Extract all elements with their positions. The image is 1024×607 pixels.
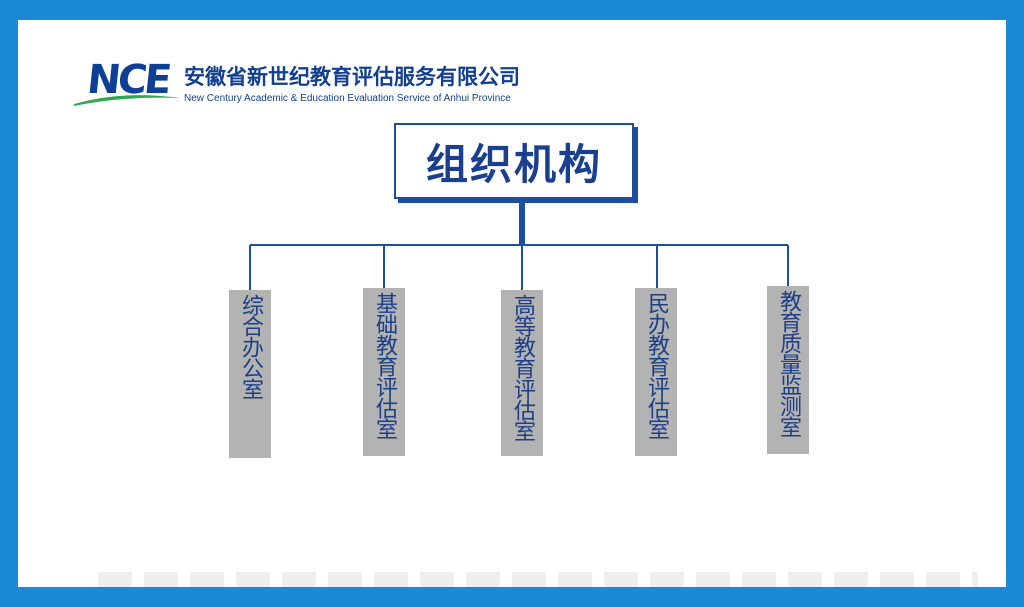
dept-box-private-education: 民办教育评估室 [635, 288, 677, 456]
dept-box-basic-education: 基础教育评估室 [363, 288, 405, 456]
dept-label: 综合办公室 [238, 294, 263, 399]
dept-label: 民办教育评估室 [644, 292, 669, 439]
dept-box-general-office: 综合办公室 [229, 290, 271, 458]
dept-label: 基础教育评估室 [372, 292, 397, 439]
org-title: 组织机构 [425, 139, 602, 189]
nce-logo: NCE [72, 57, 184, 108]
dept-box-higher-education: 高等教育评估室 [501, 290, 543, 456]
company-name-cn: 安徽省新世纪教育评估服务有限公司 [184, 65, 520, 89]
slide-frame: NCE 安徽省新世纪教育评估服务有限公司 New Century Academi… [18, 20, 1006, 587]
logo-swoosh-icon [74, 95, 180, 106]
org-title-box: 组织机构 [394, 123, 634, 199]
dept-label: 高等教育评估室 [510, 294, 535, 441]
dept-box-quality-monitoring: 教育质量监测室 [767, 286, 809, 454]
dept-label: 教育质量监测室 [776, 290, 801, 437]
org-connectors [249, 201, 789, 290]
faded-background-strip [98, 572, 978, 587]
company-name-en: New Century Academic & Education Evaluat… [184, 93, 511, 104]
